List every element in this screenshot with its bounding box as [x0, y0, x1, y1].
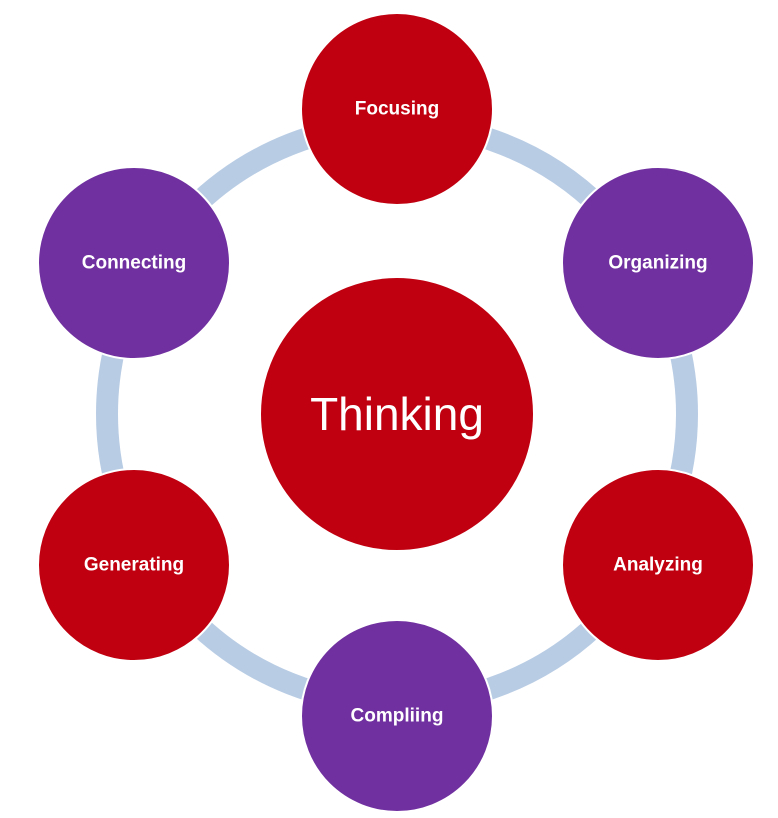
node-connecting-circle: [37, 166, 231, 360]
node-organizing-circle: [561, 166, 755, 360]
node-organizing: Organizing: [561, 166, 755, 360]
center-node-label: Thinking: [310, 388, 484, 440]
node-compiling: Compliing: [300, 619, 494, 813]
node-generating: Generating: [37, 468, 231, 662]
node-connecting: Connecting: [37, 166, 231, 360]
node-analyzing: Analyzing: [561, 468, 755, 662]
node-analyzing-circle: [561, 468, 755, 662]
node-organizing-label: Organizing: [608, 253, 707, 274]
center-node-circle: [259, 276, 535, 552]
node-focusing-label: Focusing: [355, 99, 439, 120]
node-focusing-circle: [300, 12, 494, 206]
node-compiling-circle: [300, 619, 494, 813]
node-focusing: Focusing: [300, 12, 494, 206]
node-compiling-label: Compliing: [351, 706, 444, 727]
node-analyzing-label: Analyzing: [613, 555, 703, 576]
node-connecting-label: Connecting: [82, 253, 187, 274]
node-generating-circle: [37, 468, 231, 662]
node-generating-label: Generating: [84, 555, 184, 576]
center-node: Thinking: [259, 276, 535, 552]
